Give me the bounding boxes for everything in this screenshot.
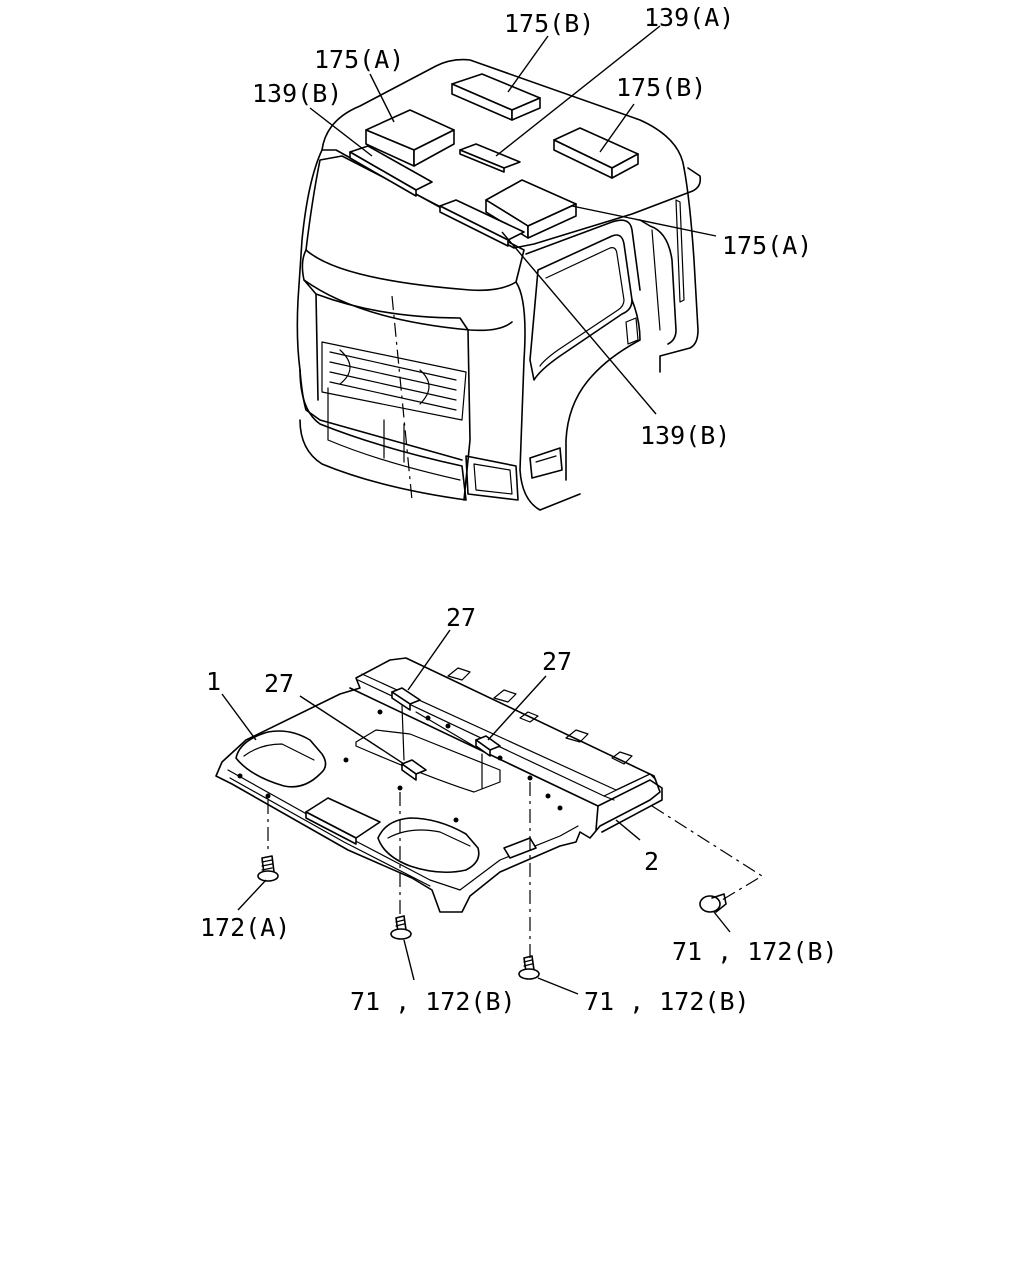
callout-175b-top: 175(B) (504, 9, 594, 38)
callout-139b-left: 139(B) (252, 79, 342, 108)
callout-172a: 172(A) (200, 913, 290, 942)
callout-1: 1 (206, 667, 221, 696)
callout-139b-lower: 139(B) (640, 421, 730, 450)
screw-center-icon (390, 915, 412, 940)
callout-27-left: 27 (264, 669, 294, 698)
callout-27-right: 27 (542, 647, 572, 676)
headliner-illustration (215, 629, 764, 995)
callout-71-172b-right: 71 , 172(B) (672, 937, 838, 966)
screw-172a-icon (257, 855, 279, 882)
callout-175b-right: 175(B) (616, 73, 706, 102)
callout-175a-right: 175(A) (722, 231, 812, 260)
callout-139a: 139(A) (644, 3, 734, 32)
callout-71-172b-lower: 71 , 172(B) (584, 987, 750, 1016)
screw-right-middle-icon (518, 955, 540, 980)
clip-right-icon (699, 893, 727, 913)
callout-175a-left: 175(A) (314, 45, 404, 74)
callout-27-top: 27 (446, 603, 476, 632)
callout-71-172b-center: 71 , 172(B) (350, 987, 516, 1016)
truck-cab-illustration (296, 25, 717, 511)
callout-2: 2 (644, 847, 659, 876)
